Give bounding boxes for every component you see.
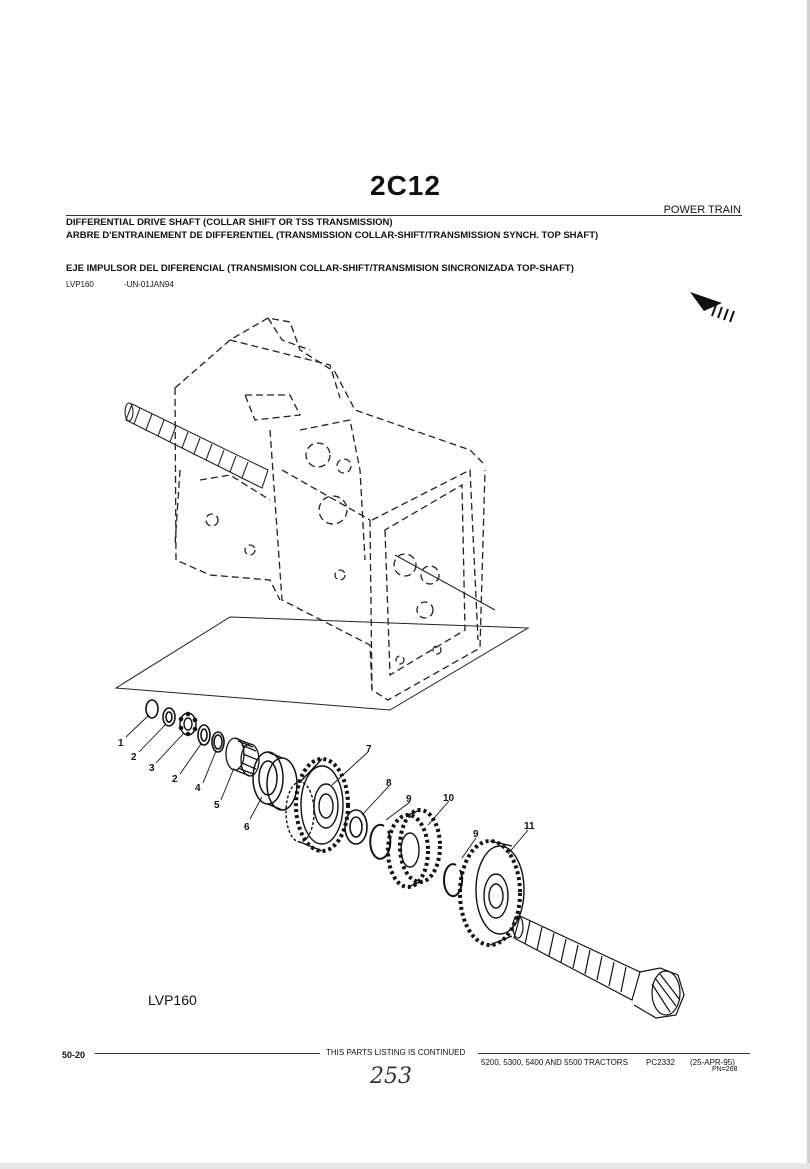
catalog-number: PC2332 <box>646 1058 675 1067</box>
title-spanish: EJE IMPULSOR DEL DIFERENCIAL (TRANSMISIO… <box>66 263 574 274</box>
callout-10: 10 <box>443 793 455 804</box>
pn-number: PN=268 <box>712 1066 738 1073</box>
part-3-roller-bearing <box>178 711 198 737</box>
figure-ref-date: -UN-01JAN94 <box>124 280 174 289</box>
part-11-gear <box>458 839 525 947</box>
callout-9b: 9 <box>473 829 479 840</box>
direction-arrow-icon <box>690 292 735 323</box>
callout-1: 1 <box>118 738 124 749</box>
callout-8: 8 <box>386 778 392 789</box>
footer-rule-left <box>95 1053 320 1054</box>
handwritten-page-number: 253 <box>370 1064 412 1089</box>
figure-label: LVP160 <box>148 992 197 1008</box>
revision-date: (25-APR-95) <box>690 1058 735 1067</box>
callout-11: 11 <box>524 821 535 832</box>
tractor-models: 5200, 5300, 5400 AND 5500 TRACTORS <box>481 1058 628 1067</box>
page-number: 50-20 <box>62 1050 86 1060</box>
part-7-gear <box>285 757 350 853</box>
callout-7: 7 <box>366 744 372 755</box>
footer-rule-right <box>478 1053 750 1054</box>
differential-drive-shaft <box>512 915 685 1019</box>
part-2-washer <box>162 707 176 727</box>
part-9-snap-ring-second <box>443 863 463 898</box>
title-english: DIFFERENTIAL DRIVE SHAFT (COLLAR SHIFT O… <box>66 217 393 228</box>
scan-edge-bottom <box>0 1163 810 1169</box>
part-10-gear <box>386 808 442 889</box>
callout-5: 5 <box>214 800 220 811</box>
page-code: 2C12 <box>370 170 441 201</box>
part-5-needle-bearing <box>225 737 260 777</box>
input-shaft <box>124 402 269 489</box>
header-rule <box>66 215 742 216</box>
callout-leaders <box>125 714 529 859</box>
part-2-washer-second <box>197 724 211 746</box>
callout-labels: 1 2 3 2 4 5 6 7 8 9 10 9 11 <box>118 738 535 840</box>
title-french: ARBRE D'ENTRAINEMENT DE DIFFERENTIEL (TR… <box>66 230 599 241</box>
part-4-ring <box>211 731 225 753</box>
section-label: POWER TRAIN <box>663 204 741 216</box>
transmission-housing-phantom <box>174 317 486 701</box>
part-8-spacer <box>344 809 368 845</box>
continued-notice: THIS PARTS LISTING IS CONTINUED <box>326 1048 466 1057</box>
callout-4: 4 <box>195 783 201 794</box>
callout-2: 2 <box>131 752 137 763</box>
callout-2b: 2 <box>172 774 178 785</box>
callout-6: 6 <box>244 822 250 833</box>
callout-9: 9 <box>406 794 412 805</box>
callout-3: 3 <box>149 763 155 774</box>
scan-edge-right <box>807 0 810 1169</box>
part-6-shift-collar <box>252 751 298 811</box>
part-1-snap-ring <box>145 699 159 719</box>
exploded-view-bracket <box>114 616 530 711</box>
housing-leader-line <box>394 554 496 611</box>
figure-ref-code: LVP160 <box>66 280 94 289</box>
